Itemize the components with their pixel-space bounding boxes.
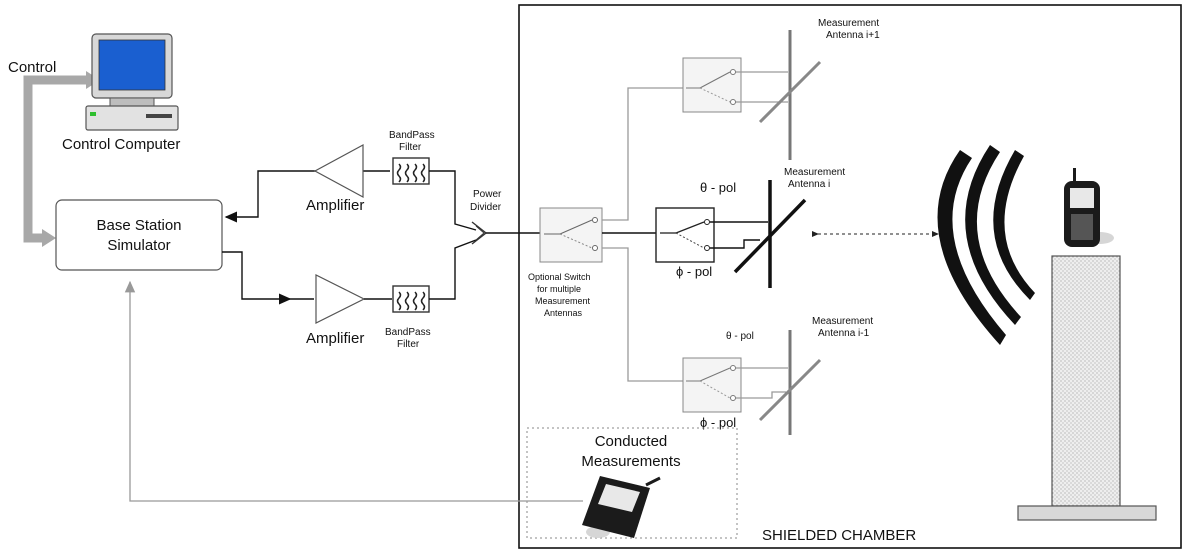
bandpass-filter-bottom-icon xyxy=(392,285,430,313)
bandpass-bottom-label-line1: BandPass xyxy=(385,327,431,338)
antenna-top-diagonal xyxy=(758,60,822,124)
optional-switch-label-line1: Optional Switch xyxy=(528,272,591,282)
antenna-middle-label-line1: Measurement xyxy=(784,167,845,178)
pedestal xyxy=(1051,255,1121,507)
optional-switch-label-line3: Measurement xyxy=(535,296,591,306)
bandpass-bottom-label-line2: Filter xyxy=(397,339,420,350)
antenna-switch-top xyxy=(682,57,742,113)
phi-pol-middle-label: ϕ - pol xyxy=(676,264,712,279)
antenna-top-label-line1: Measurement xyxy=(818,18,879,29)
theta-pol-middle-label: θ - pol xyxy=(700,180,736,195)
shielded-chamber-label: SHIELDED CHAMBER xyxy=(762,527,916,544)
dut-phone-icon xyxy=(1064,168,1114,247)
optional-switch-label-line4: Antennas xyxy=(544,308,583,318)
amplifier-top-icon xyxy=(313,143,364,199)
shielded-chamber-box xyxy=(518,4,1182,549)
antenna-bottom-label-line2: Antenna i-1 xyxy=(818,328,870,339)
theta-pol-bottom-label: θ - pol xyxy=(726,331,754,342)
antenna-bottom-diagonal xyxy=(758,358,822,422)
power-divider-label-line1: Power xyxy=(473,189,502,200)
conducted-label-line2: Measurements xyxy=(581,453,680,470)
phi-pol-bottom-label: ϕ - pol xyxy=(700,415,736,430)
forward-path-line xyxy=(222,251,292,305)
amplifier-bottom-icon xyxy=(315,274,366,324)
control-label: Control xyxy=(8,59,56,76)
antenna-bottom-label-line1: Measurement xyxy=(812,316,873,327)
conducted-return-line xyxy=(124,280,583,502)
power-divider-label-line2: Divider xyxy=(470,202,502,213)
control-computer-icon xyxy=(85,33,179,131)
base-station-label-line2: Simulator xyxy=(107,237,170,254)
return-path-line xyxy=(224,170,317,223)
antenna-switch-bottom xyxy=(682,357,742,413)
conducted-measurements-box xyxy=(526,427,738,539)
antenna-top-label-line2: Antenna i+1 xyxy=(826,30,880,41)
amplifier-top-label: Amplifier xyxy=(306,197,364,214)
control-arrow xyxy=(23,75,86,243)
antenna-switch-middle xyxy=(655,207,715,263)
bandpass-top-label-line1: BandPass xyxy=(389,130,435,141)
optional-switch-label-line2: for multiple xyxy=(537,284,581,294)
base-station-simulator-box xyxy=(55,199,223,271)
radio-wavefront-icon xyxy=(937,145,1035,345)
antenna-middle-label-line2: Antenna i xyxy=(788,179,830,190)
antenna-middle-diagonal xyxy=(733,198,807,274)
amplifier-bottom-label: Amplifier xyxy=(306,330,364,347)
base-station-label-line1: Base Station xyxy=(96,217,181,234)
conducted-phone-icon xyxy=(582,476,661,538)
bandpass-top-label-line2: Filter xyxy=(399,142,422,153)
bandpass-filter-top-icon xyxy=(392,157,430,185)
control-computer-label: Control Computer xyxy=(62,136,180,153)
conducted-label-line1: Conducted xyxy=(595,433,668,450)
pedestal-base xyxy=(1017,505,1157,521)
optional-switch-icon xyxy=(539,207,603,263)
